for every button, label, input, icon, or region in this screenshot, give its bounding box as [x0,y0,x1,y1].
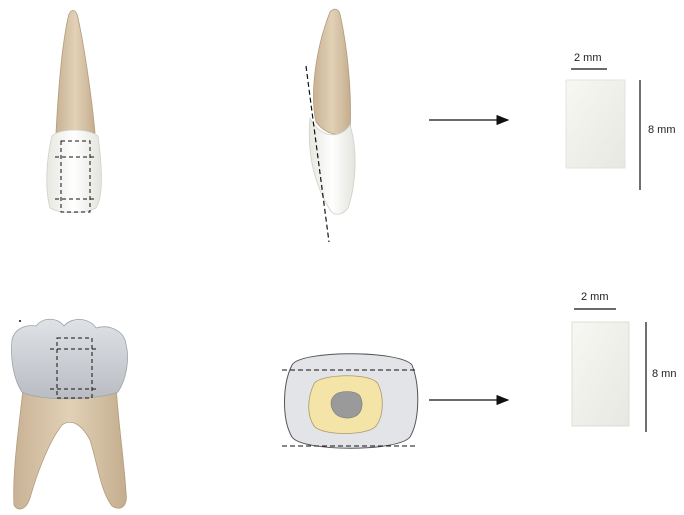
specimen-bottom [572,309,646,432]
incisor-side-view [306,9,355,242]
top-height-label: 8 mm [648,124,676,136]
incisor-root [56,11,95,134]
incisor-front-view [47,11,102,213]
cross-section-view [282,354,418,449]
molar-view [11,319,127,509]
specimen-top [566,69,640,190]
top-width-label: 2 mm [574,52,602,64]
bottom-height-label: 8 mn [652,368,676,380]
specimen-block-bottom [572,322,629,426]
molar-roots [14,380,127,509]
incisor-side-root [314,9,351,135]
bottom-width-label: 2 mm [581,291,609,303]
molar-crown [11,319,127,399]
specimen-block-top [566,80,625,168]
incisor-crown [47,130,102,213]
section-pulp [331,392,362,419]
